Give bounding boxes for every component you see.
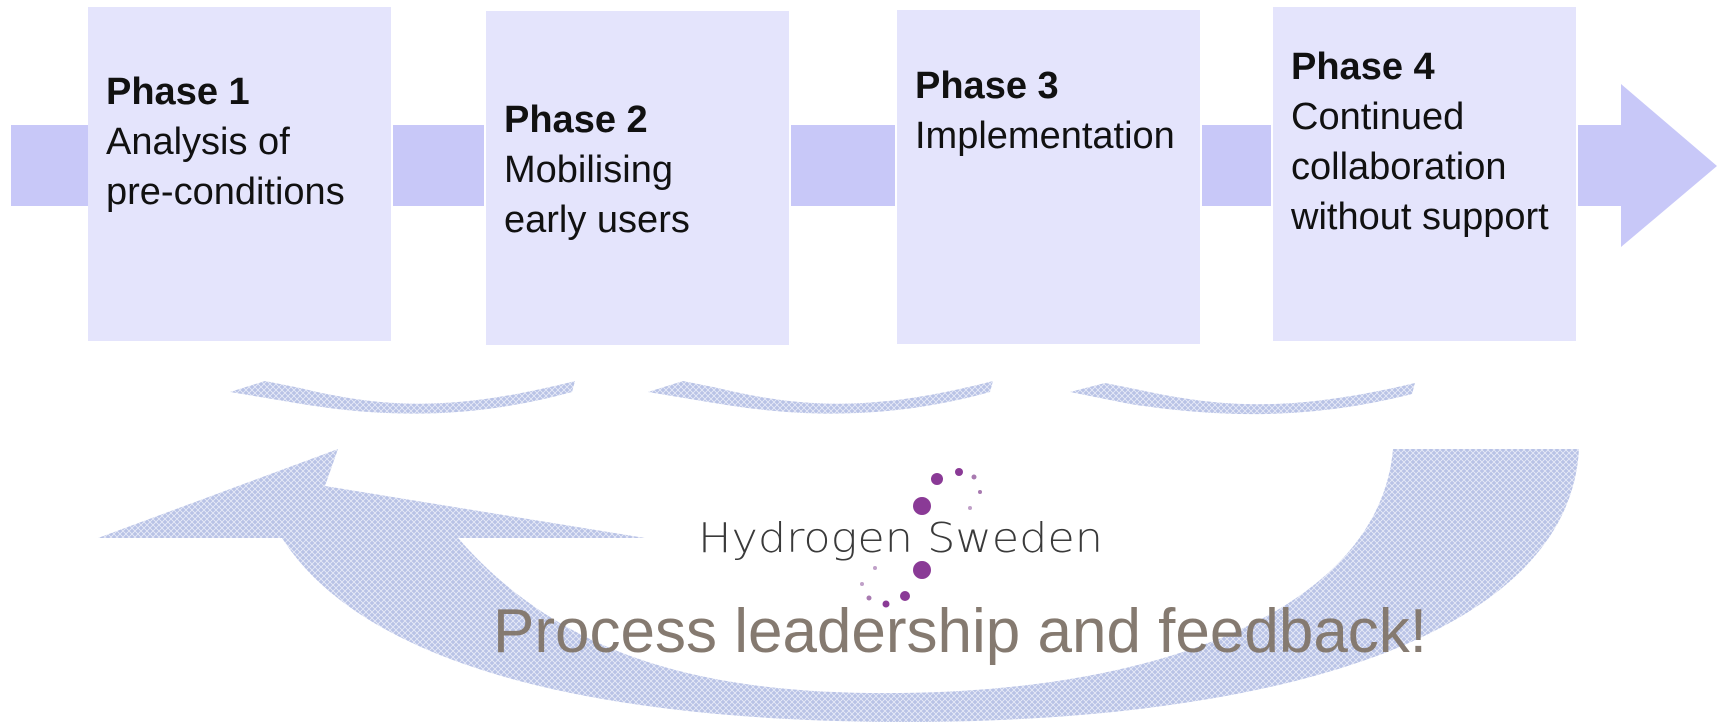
logo-text: Hydrogen Sweden — [698, 514, 1103, 562]
main-arrow-head — [1578, 84, 1717, 247]
process-caption: Process leadership and feedback! — [493, 597, 1428, 666]
phase-1-box: Phase 1 Analysis of pre-conditions — [88, 7, 391, 341]
logo-dot — [873, 566, 877, 570]
phase-description: Mobilising early users — [504, 149, 690, 241]
phase-title: Phase 1 — [106, 71, 250, 113]
logo-dot — [860, 582, 864, 586]
phase-description: Continued collaboration without support — [1291, 96, 1549, 238]
phase-title: Phase 3 — [915, 65, 1059, 107]
logo-dot — [978, 490, 982, 494]
phase-4-box: Phase 4 Continued collaboration without … — [1273, 7, 1576, 341]
logo-dot — [968, 506, 972, 510]
logo-dot — [931, 473, 943, 485]
hydrogen-sweden-logo: Hydrogen Sweden — [698, 468, 1103, 608]
phase-description: Implementation — [915, 115, 1175, 157]
feedback-arrow-small-1 — [230, 381, 575, 414]
phase-title: Phase 2 — [504, 99, 648, 141]
connector-left — [11, 125, 88, 206]
connector-3-4 — [1202, 125, 1271, 206]
feedback-arrow-small-3 — [1070, 383, 1415, 415]
connector-2-3 — [791, 125, 895, 206]
logo-dot — [955, 468, 963, 476]
feedback-arrow-small-2 — [648, 381, 993, 414]
logo-dot — [913, 561, 931, 579]
phase-3-box: Phase 3 Implementation — [897, 10, 1200, 344]
logo-dot — [900, 591, 910, 601]
logo-dot — [913, 497, 931, 515]
logo-dot — [882, 600, 890, 608]
phase-2-box: Phase 2 Mobilising early users — [486, 11, 789, 345]
phase-description: Analysis of pre-conditions — [106, 121, 345, 213]
connector-1-2 — [393, 125, 484, 206]
logo-dot — [971, 474, 977, 480]
feedback-arrow-large — [98, 449, 1579, 723]
phase-title: Phase 4 — [1291, 46, 1435, 88]
logo-dot — [866, 595, 872, 601]
